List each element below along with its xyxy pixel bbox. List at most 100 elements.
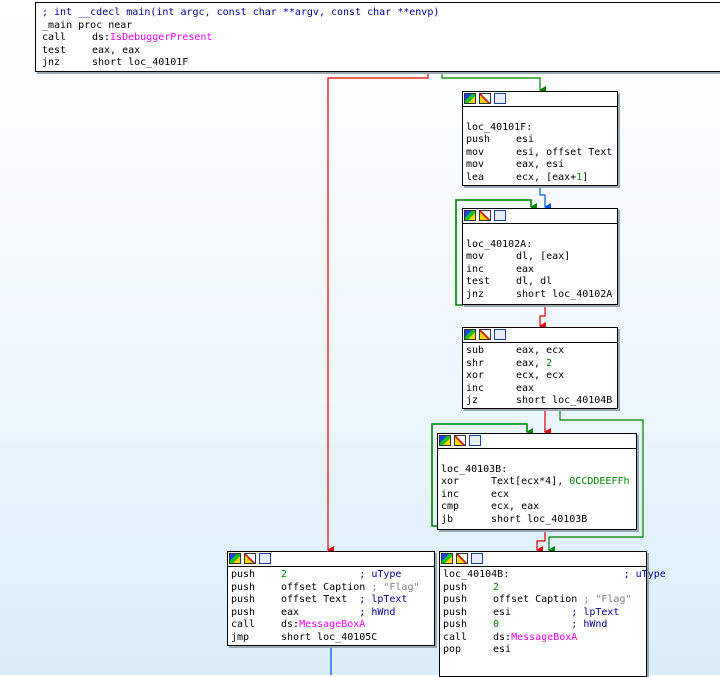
mnemonic: push xyxy=(443,619,468,630)
operand: offset Text xyxy=(281,594,348,605)
operand: ecx xyxy=(491,488,510,500)
rename-icon[interactable] xyxy=(479,93,491,104)
code-label: loc_40102A: xyxy=(466,238,533,250)
mnemonic: call xyxy=(231,619,256,630)
graph-overview-icon[interactable] xyxy=(259,553,271,564)
operand: short loc_40102A xyxy=(516,288,613,300)
line-comment: ; uType xyxy=(359,569,402,580)
mnemonic: push xyxy=(466,134,491,145)
graph-overview-icon[interactable] xyxy=(471,553,483,564)
mnemonic: lea xyxy=(466,171,485,183)
rename-icon[interactable] xyxy=(454,435,466,446)
code-label: loc_40104B: xyxy=(443,569,510,580)
mnemonic: shr xyxy=(466,357,485,369)
mnemonic: inc xyxy=(466,263,485,275)
mnemonic: jz xyxy=(466,395,479,406)
operand: ds: xyxy=(281,619,300,630)
code-line: loc_40102A: xyxy=(466,239,614,252)
operand: eax, eax xyxy=(92,44,141,56)
mnemonic: push xyxy=(443,606,468,618)
code-line xyxy=(466,109,614,122)
code-label: _main proc near xyxy=(42,19,133,31)
operand: eax xyxy=(281,606,300,618)
rename-icon[interactable] xyxy=(456,553,468,564)
operand: 2 xyxy=(546,357,553,369)
operand: offset Caption xyxy=(493,594,578,605)
node-header xyxy=(463,209,617,224)
graph-overview-icon[interactable] xyxy=(469,435,481,446)
node-code: ; int __cdecl main(int argc, const char … xyxy=(39,5,719,71)
operand: dl, [eax] xyxy=(516,251,571,262)
rename-icon[interactable] xyxy=(479,329,491,340)
mnemonic: call xyxy=(42,32,67,43)
code-line xyxy=(466,226,614,239)
mnemonic: push xyxy=(443,581,468,593)
edge-loop-40102A xyxy=(455,199,537,306)
code-block-main[interactable]: ; int __cdecl main(int argc, const char … xyxy=(35,2,720,72)
operand: IsDebuggerPresent xyxy=(110,32,213,43)
edge-false-main-to-left xyxy=(327,68,429,554)
graph-overview-icon[interactable] xyxy=(494,93,506,104)
edge-loop-40103B xyxy=(431,423,533,527)
graph-color-icon[interactable] xyxy=(464,329,476,340)
mnemonic: cmp xyxy=(441,501,460,512)
line-comment: ; hWnd xyxy=(571,619,608,630)
line-comment: ; "Flag" xyxy=(583,594,632,605)
graph-color-icon[interactable] xyxy=(229,553,241,564)
rename-icon[interactable] xyxy=(479,210,491,221)
node-header xyxy=(463,92,617,107)
node-header xyxy=(463,328,617,343)
edge-true-sub-to-right xyxy=(548,409,644,554)
graph-overview-icon[interactable] xyxy=(494,329,506,340)
code-line xyxy=(441,451,633,464)
graph-color-icon[interactable] xyxy=(441,553,453,564)
graph-color-icon[interactable] xyxy=(464,210,476,221)
node-header xyxy=(228,552,434,567)
operand: ds: xyxy=(493,631,512,643)
mnemonic: push xyxy=(231,569,256,580)
graph-overview-icon[interactable] xyxy=(494,210,506,221)
line-comment: ; hWnd xyxy=(359,606,396,618)
mnemonic: xor xyxy=(441,476,460,487)
code-line: loc_40101F: xyxy=(466,122,614,135)
operand: ds: xyxy=(92,32,111,43)
graph-color-icon[interactable] xyxy=(464,93,476,104)
edge-false-40103B-to-right xyxy=(536,530,546,554)
code-line: call ds:IsDebuggerPresent xyxy=(42,32,716,45)
operand: eax, ecx xyxy=(516,345,565,356)
operand: 1 xyxy=(576,171,583,183)
graph-color-icon[interactable] xyxy=(439,435,451,446)
operand: ] xyxy=(582,171,589,183)
operand: esi, offset Text xyxy=(516,146,613,158)
rename-icon[interactable] xyxy=(244,553,256,564)
